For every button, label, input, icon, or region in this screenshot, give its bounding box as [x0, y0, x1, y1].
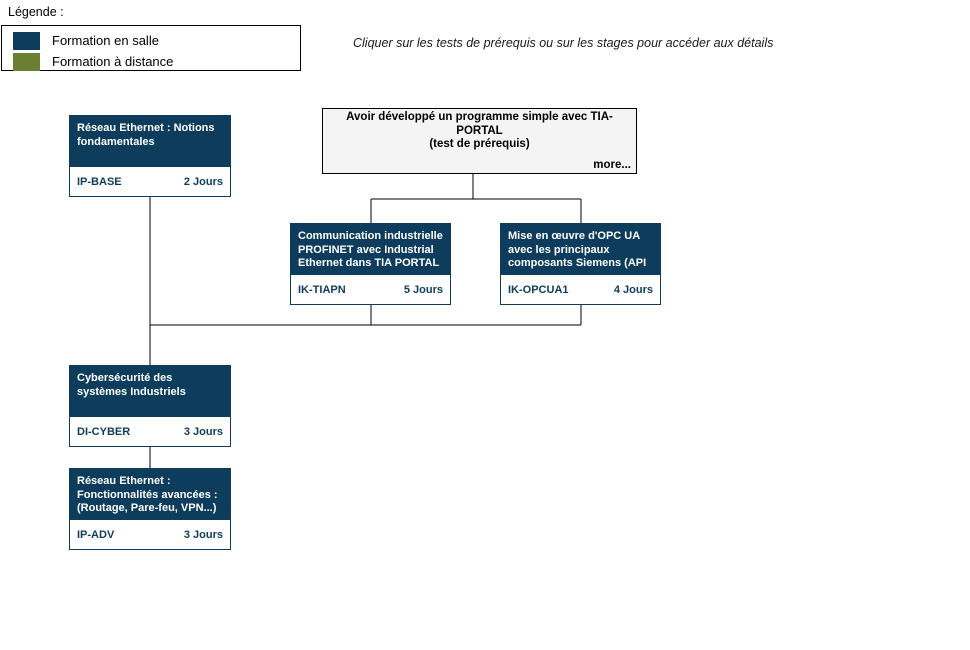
- course-title-ip-base: Réseau Ethernet : Notions fondamentales: [70, 116, 230, 167]
- course-title-ik-tiapn: Communication industrielle PROFINET avec…: [291, 224, 450, 275]
- course-title-ip-adv: Réseau Ethernet : Fonctionnalités avancé…: [70, 469, 230, 520]
- course-card-ik-tiapn[interactable]: Communication industrielle PROFINET avec…: [290, 223, 451, 305]
- course-duration-ik-tiapn: 5 Jours: [403, 283, 443, 296]
- legend-item-remote: Formation à distance: [13, 52, 173, 72]
- course-duration-di-cyber: 3 Jours: [183, 425, 223, 438]
- legend-title: Légende :: [8, 5, 64, 19]
- course-code-di-cyber: DI-CYBER: [77, 425, 131, 438]
- prerequisite-test-box[interactable]: Avoir développé un programme simple avec…: [322, 108, 637, 174]
- course-card-ik-opcua1[interactable]: Mise en œuvre d'OPC UA avec les principa…: [500, 223, 661, 305]
- course-duration-ip-adv: 3 Jours: [183, 528, 223, 541]
- prerequisite-more-link[interactable]: more...: [593, 159, 631, 171]
- course-footer-di-cyber: DI-CYBER 3 Jours: [70, 417, 230, 446]
- course-code-ik-opcua1: IK-OPCUA1: [508, 283, 569, 296]
- course-card-di-cyber[interactable]: Cybersécurité des systèmes Industriels D…: [69, 365, 231, 447]
- course-title-di-cyber: Cybersécurité des systèmes Industriels: [70, 366, 230, 417]
- legend-swatch-remote: [13, 53, 40, 71]
- prerequisite-title: Avoir développé un programme simple avec…: [346, 111, 613, 150]
- course-duration-ip-base: 2 Jours: [183, 175, 223, 188]
- course-footer-ip-adv: IP-ADV 3 Jours: [70, 520, 230, 549]
- legend-item-classroom: Formation en salle: [13, 31, 159, 51]
- legend-label-classroom: Formation en salle: [52, 33, 159, 48]
- course-footer-ip-base: IP-BASE 2 Jours: [70, 167, 230, 196]
- course-card-ip-base[interactable]: Réseau Ethernet : Notions fondamentales …: [69, 115, 231, 197]
- course-duration-ik-opcua1: 4 Jours: [613, 283, 653, 296]
- course-code-ip-base: IP-BASE: [77, 175, 122, 188]
- course-code-ip-adv: IP-ADV: [77, 528, 115, 541]
- instruction-text: Cliquer sur les tests de prérequis ou su…: [353, 36, 774, 50]
- course-card-ip-adv[interactable]: Réseau Ethernet : Fonctionnalités avancé…: [69, 468, 231, 550]
- course-footer-ik-opcua1: IK-OPCUA1 4 Jours: [501, 275, 660, 304]
- legend-label-remote: Formation à distance: [52, 54, 174, 69]
- legend-swatch-classroom: [13, 32, 40, 50]
- course-footer-ik-tiapn: IK-TIAPN 5 Jours: [291, 275, 450, 304]
- course-title-ik-opcua1: Mise en œuvre d'OPC UA avec les principa…: [501, 224, 660, 275]
- course-code-ik-tiapn: IK-TIAPN: [298, 283, 346, 296]
- legend-box: Formation en salle Formation à distance: [1, 25, 301, 71]
